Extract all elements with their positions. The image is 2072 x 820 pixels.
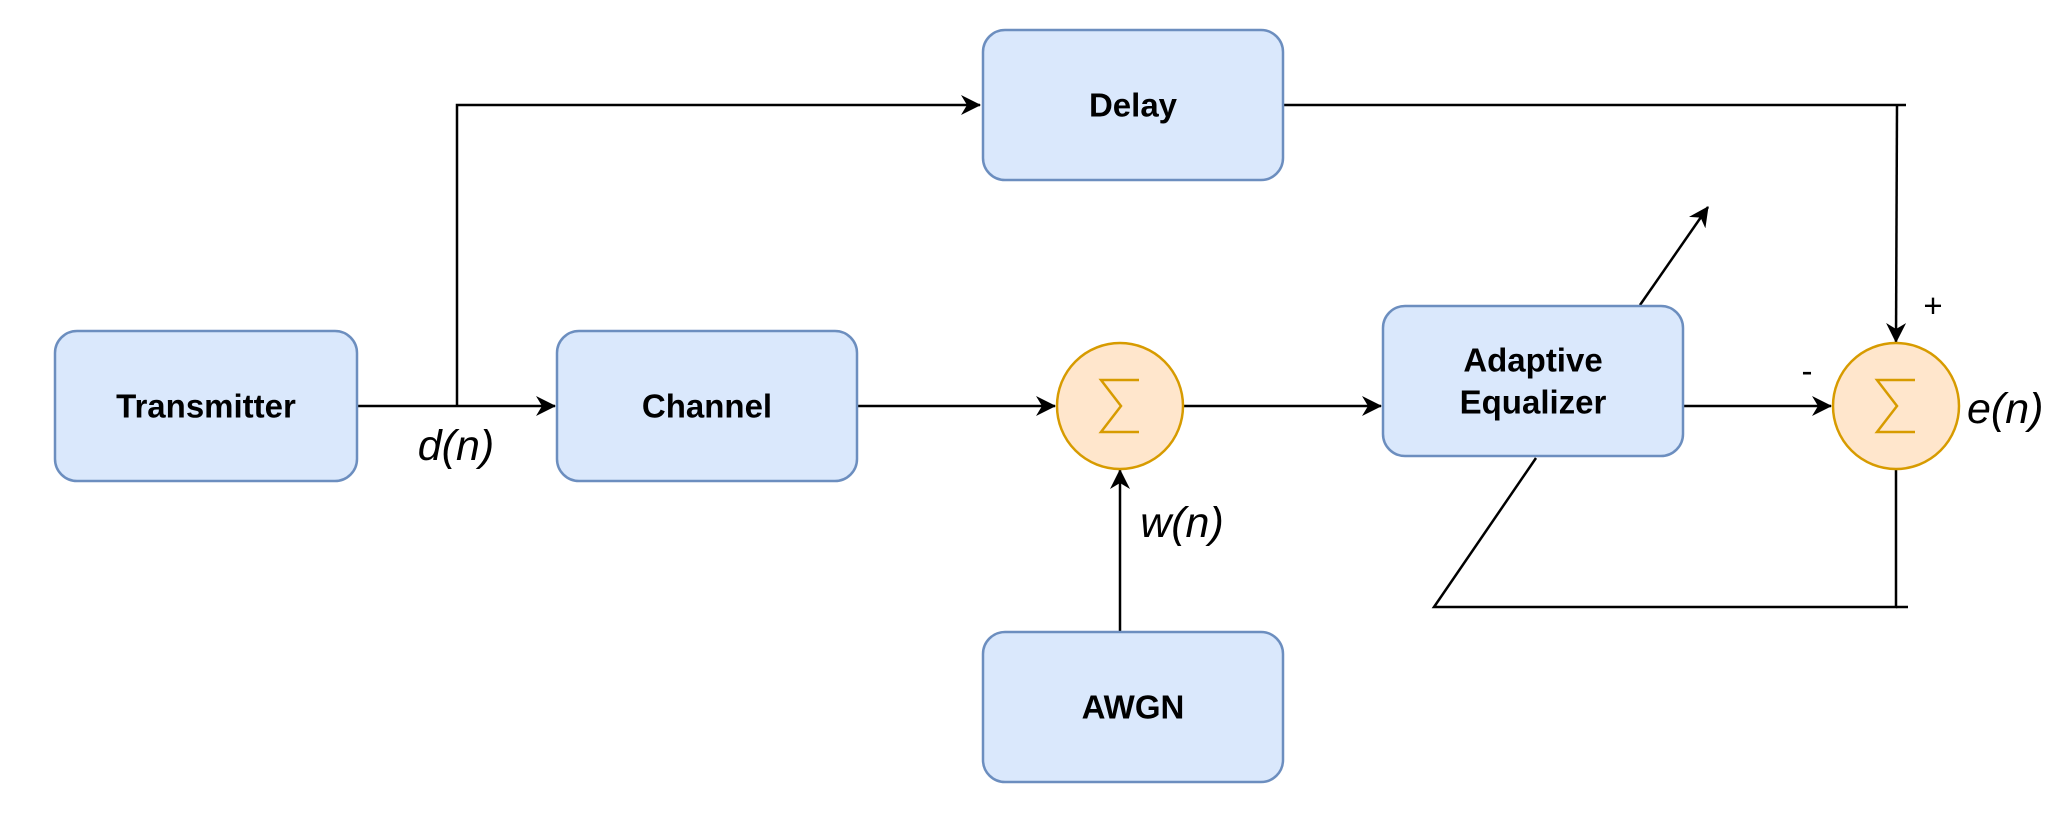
signal-label-dn: d(n) bbox=[418, 422, 494, 470]
adaptation-arrow bbox=[1638, 206, 1710, 306]
transmitter-label: Transmitter bbox=[116, 388, 296, 425]
transmitter-block: Transmitter bbox=[53, 329, 359, 483]
wire-error-feedback bbox=[1431, 457, 1898, 609]
sigma-icon bbox=[1874, 378, 1915, 434]
channel-label: Channel bbox=[642, 388, 772, 425]
wire-tap-to-delay bbox=[455, 95, 981, 406]
connections bbox=[357, 95, 1908, 632]
minus-sign-label: - bbox=[1802, 352, 1813, 389]
sigma-icon bbox=[1098, 378, 1139, 434]
equalizer-label-line2: Equalizer bbox=[1460, 384, 1607, 421]
signal-label-wn: w(n) bbox=[1140, 499, 1224, 547]
awgn-label: AWGN bbox=[1082, 689, 1185, 726]
delay-label: Delay bbox=[1089, 87, 1178, 124]
adaptive-equalizer-block: Adaptive Equalizer bbox=[1381, 304, 1685, 458]
delay-block: Delay bbox=[981, 28, 1285, 182]
awgn-block: AWGN bbox=[981, 630, 1285, 784]
noise-summing-junction bbox=[1055, 341, 1185, 471]
signal-label-en: e(n) bbox=[1967, 385, 2043, 433]
plus-sign-label: + bbox=[1923, 287, 1942, 324]
equalizer-label-line1: Adaptive bbox=[1463, 342, 1602, 379]
channel-block: Channel bbox=[555, 329, 859, 483]
wire-delay-down-to-summer bbox=[1886, 104, 1907, 343]
error-summing-junction bbox=[1831, 341, 1961, 471]
